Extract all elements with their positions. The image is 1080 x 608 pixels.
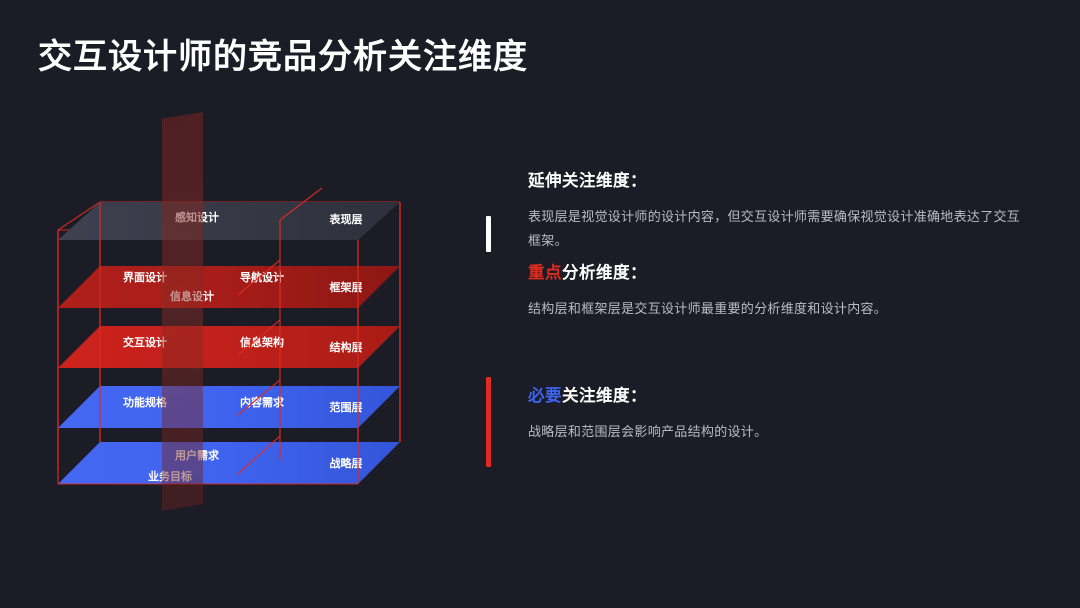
diagram-layer-strategy: 用户需求 业务目标 战略层 xyxy=(58,442,400,484)
plane-item-label: 信息架构 xyxy=(240,335,284,349)
plane-layer-name: 范围层 xyxy=(330,400,363,414)
plane-item-label: 导航设计 xyxy=(240,270,284,284)
note-heading: 延伸关注维度： xyxy=(528,170,1028,193)
plane-item-label: 功能规格 xyxy=(123,395,168,409)
note-heading-rest: 关注维度： xyxy=(562,387,647,405)
plane-presentation xyxy=(58,202,400,240)
page-title: 交互设计师的竞品分析关注维度 xyxy=(38,38,528,76)
plane-strategy xyxy=(58,442,400,484)
note-block-extended: 延伸关注维度： 表现层是视觉设计师的设计内容，但交互设计师需要确保视觉设计准确地… xyxy=(486,170,1028,253)
plane-layer-name: 战略层 xyxy=(330,456,363,470)
note-heading-accent: 重点 xyxy=(528,264,562,282)
note-heading: 重点分析维度： xyxy=(528,262,887,285)
plane-item-label: 交互设计 xyxy=(123,335,167,349)
note-heading-accent: 延伸 xyxy=(528,172,562,190)
note-body: 表现层是视觉设计师的设计内容，但交互设计师需要确保视觉设计准确地表达了交互框架。 xyxy=(528,209,1021,249)
plane-layer-name: 表现层 xyxy=(329,212,363,226)
plane-scope xyxy=(58,386,400,428)
note-block-key: 重点分析维度： 结构层和框架层是交互设计师最重要的分析维度和设计内容。 xyxy=(486,262,888,467)
note-accent-bar-red xyxy=(486,377,491,467)
diagram-layer-scope: 功能规格 内容需求 范围层 xyxy=(58,386,400,428)
wireframe-diagonals xyxy=(237,187,323,475)
diagram-svg: 感知设计 表现层 界面设计 导航设计 信息设计 框架层 交互设计 信息架构 结构… xyxy=(57,112,401,511)
note-heading-accent: 必要 xyxy=(528,387,562,405)
diagram-layer-structure: 交互设计 信息架构 结构层 xyxy=(58,326,400,368)
plane-layer-name: 框架层 xyxy=(330,280,363,294)
note-block-required: 必要关注维度： 战略层和范围层会影响产品结构的设计。 xyxy=(486,385,767,444)
note-accent-bar-white xyxy=(486,216,491,252)
plane-structure xyxy=(58,326,400,368)
note-heading-rest: 分析维度： xyxy=(562,264,647,282)
vertical-cut-plane xyxy=(162,112,203,511)
plane-layer-name: 结构层 xyxy=(329,340,363,354)
note-body: 战略层和范围层会影响产品结构的设计。 xyxy=(528,424,768,440)
wireframe-front-posts xyxy=(57,202,401,484)
layered-model-diagram: 感知设计 表现层 界面设计 导航设计 信息设计 框架层 交互设计 信息架构 结构… xyxy=(40,112,460,550)
plane-item-label: 界面设计 xyxy=(123,270,167,284)
note-heading-rest: 关注维度： xyxy=(562,172,647,190)
note-body: 结构层和框架层是交互设计师最重要的分析维度和设计内容。 xyxy=(528,301,888,317)
diagram-layer-skeleton: 界面设计 导航设计 信息设计 框架层 xyxy=(58,266,400,308)
note-heading: 必要关注维度： xyxy=(528,385,767,408)
diagram-layer-presentation: 感知设计 表现层 xyxy=(58,202,400,240)
plane-skeleton xyxy=(58,266,400,308)
plane-item-label: 内容需求 xyxy=(240,395,285,409)
